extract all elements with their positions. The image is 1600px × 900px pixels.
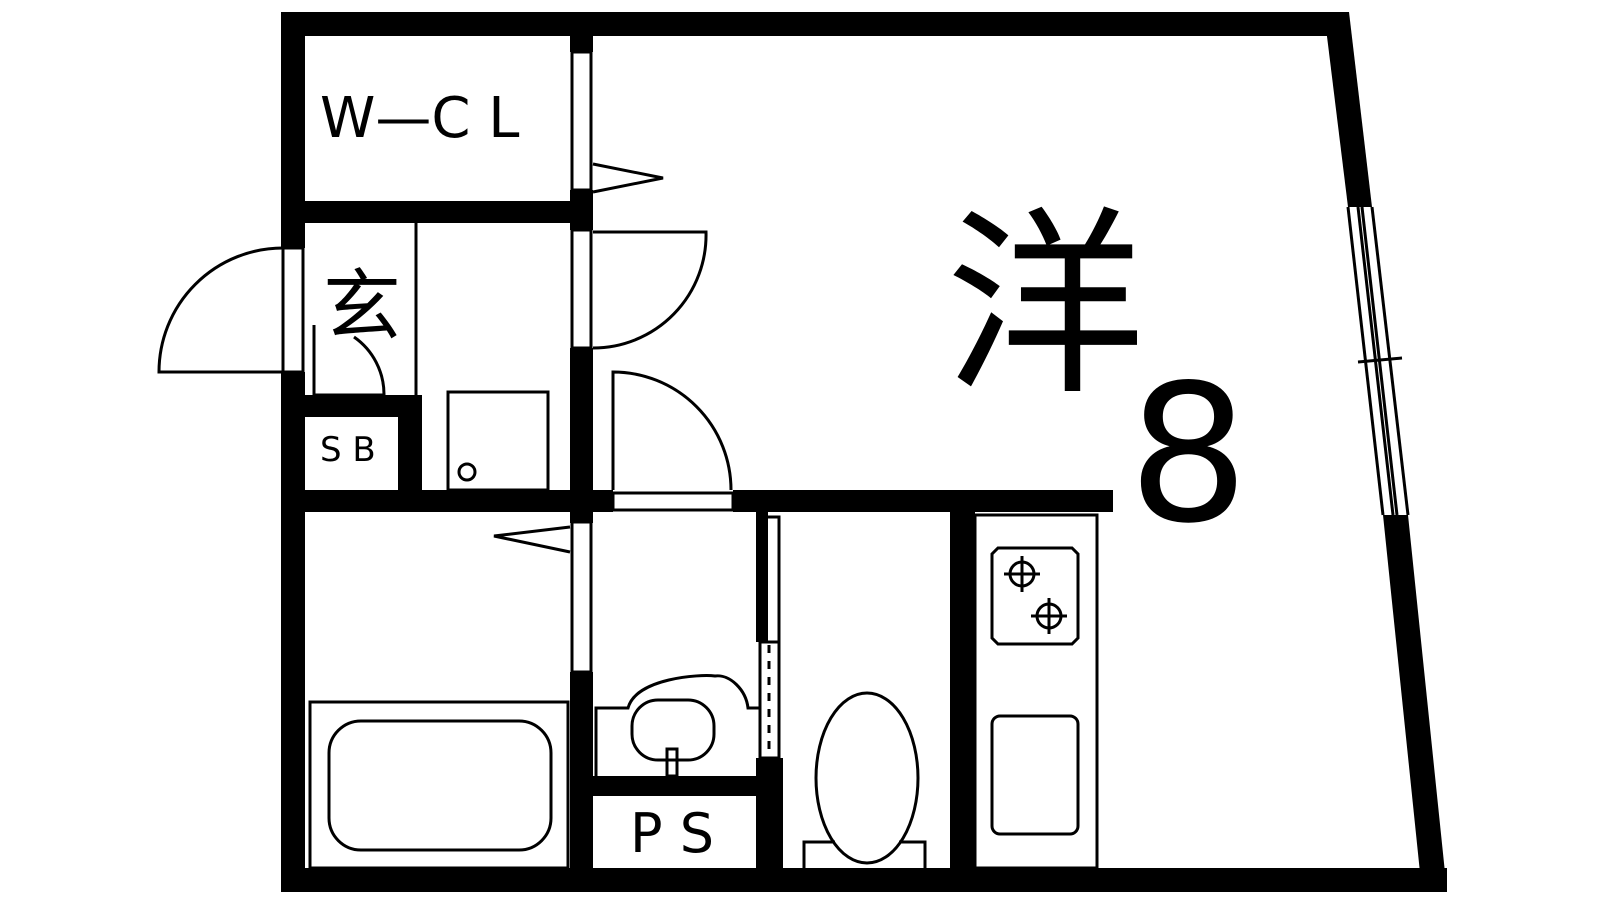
room-door-swing xyxy=(592,230,708,350)
walk-in-closet-label: W—C L xyxy=(320,86,519,151)
western-room-size: 8 xyxy=(1128,344,1249,565)
entrance-door-frame xyxy=(281,246,305,374)
bathtub-basin xyxy=(327,719,553,852)
interior-walls xyxy=(305,36,1113,868)
shoebox-right-wall xyxy=(398,395,422,490)
center-wall-mid xyxy=(570,190,593,230)
toilet-bowl xyxy=(814,691,920,865)
washroom-door-indicator xyxy=(493,525,571,554)
outer-walls xyxy=(281,12,1447,892)
washer-space xyxy=(446,390,550,492)
left-wall-lower xyxy=(281,372,305,892)
right-wall-upper xyxy=(1324,12,1372,207)
stove-burners xyxy=(1004,556,1067,634)
toilet-door-pocket xyxy=(758,640,781,760)
room-door-leaf[interactable] xyxy=(570,228,593,350)
thin-lines xyxy=(157,50,1099,870)
western-room-label: 洋 xyxy=(945,190,1145,423)
burner-icon xyxy=(1031,598,1067,634)
toilet-left-wall xyxy=(756,512,768,642)
right-wall-lower xyxy=(1383,515,1447,892)
top-wall xyxy=(281,12,1349,36)
bathtub-frame xyxy=(308,700,570,870)
closet-bottom-wall xyxy=(305,201,593,223)
shoe-box-label: S B xyxy=(320,430,376,470)
washer-drain-icon xyxy=(457,462,477,482)
entrance-label: 玄 xyxy=(323,262,401,352)
washroom-sliding-door[interactable] xyxy=(570,520,593,674)
ps-top-wall xyxy=(593,776,763,796)
left-wall-upper xyxy=(281,12,305,248)
entrance-door-swing[interactable] xyxy=(157,246,284,374)
stove-top xyxy=(990,546,1080,646)
kitchen-left-wall xyxy=(950,512,975,868)
washbasin-faucet xyxy=(665,747,679,778)
bottom-wall xyxy=(281,868,1447,892)
washbasin-counter xyxy=(594,674,762,776)
pipe-space-label: P S xyxy=(630,802,714,865)
kitchen-sink xyxy=(990,714,1080,836)
center-wall-low xyxy=(570,348,593,523)
hall-door-swing xyxy=(611,370,733,491)
entrance-step-line xyxy=(312,393,386,415)
washbasin-bowl xyxy=(630,698,716,762)
closet-door-indicator xyxy=(592,162,664,194)
room-window xyxy=(1346,206,1410,516)
middle-wall-right xyxy=(593,490,613,512)
center-wall-bath xyxy=(570,672,593,868)
middle-wall-left xyxy=(305,490,570,512)
center-wall-top xyxy=(570,36,593,52)
kitchen-counter xyxy=(973,513,1099,870)
closet-sliding-door[interactable] xyxy=(570,50,593,192)
burner-icon xyxy=(1004,556,1040,592)
toilet-tank xyxy=(802,840,927,868)
hall-door-leaf[interactable] xyxy=(611,491,735,512)
middle-wall-right-2 xyxy=(733,490,1113,512)
